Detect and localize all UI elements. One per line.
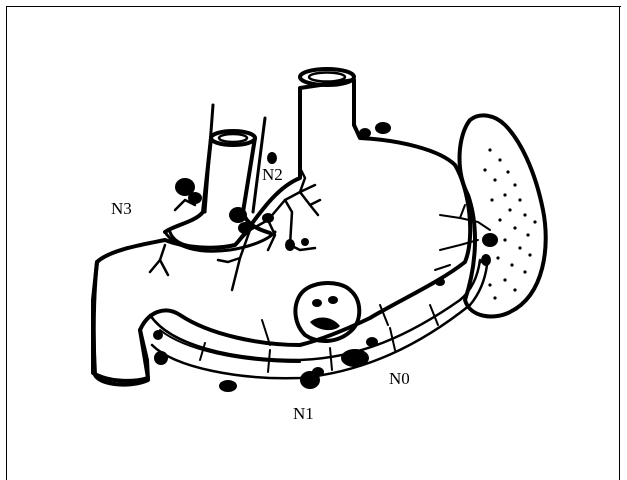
label-n2: N2 [262,166,283,183]
duodenum-outline [94,262,148,385]
gastroepiploic-vessel [150,260,480,360]
stomach-outline [93,80,470,381]
label-n1: N1 [293,405,314,422]
left-gastric-vessels [218,168,320,290]
label-n3: N3 [111,200,132,217]
tumor-marks [310,296,340,330]
spleen-dots [478,148,536,299]
label-n0: N0 [389,370,410,387]
tumor-outline [295,283,359,341]
